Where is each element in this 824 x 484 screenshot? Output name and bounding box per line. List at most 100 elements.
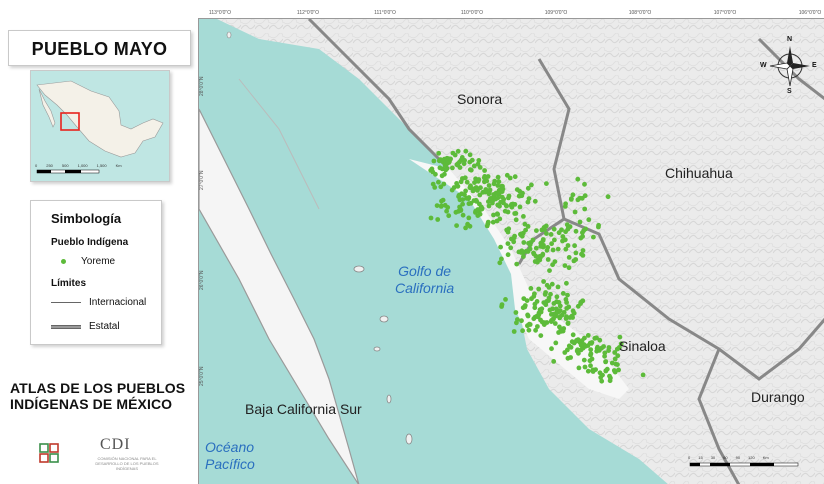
yoreme-point — [477, 201, 482, 207]
yoreme-point — [589, 356, 595, 362]
yoreme-point — [549, 346, 554, 352]
yoreme-point — [597, 337, 603, 343]
yoreme-point — [581, 228, 587, 234]
compass-w: W — [760, 62, 767, 69]
yoreme-point — [565, 355, 571, 361]
yoreme-point — [582, 364, 588, 370]
yoreme-point — [556, 300, 562, 305]
yoreme-point — [451, 185, 457, 190]
yoreme-point — [538, 309, 544, 315]
cdi-logo-icon — [39, 443, 59, 463]
yoreme-point — [466, 201, 472, 207]
green-dot-icon — [61, 259, 66, 264]
yoreme-point — [573, 338, 579, 344]
compass-s: S — [787, 88, 792, 95]
left-panel: PUEBLO MAYO 0 250 500 1,000 1,500 Km Sim… — [0, 0, 198, 484]
yoreme-point — [518, 250, 524, 255]
yoreme-point — [532, 198, 538, 204]
yoreme-point — [533, 327, 538, 333]
yoreme-point — [535, 324, 540, 329]
yoreme-point — [613, 361, 619, 367]
yoreme-point — [570, 332, 576, 338]
legend: Simbología Pueblo Indígena Yoreme Límite… — [30, 200, 162, 345]
yoreme-point — [534, 228, 539, 234]
yoreme-point — [551, 359, 557, 364]
lon-tick-label: 108°0'0"O — [628, 10, 652, 16]
yoreme-point — [509, 236, 514, 242]
yoreme-point — [611, 368, 617, 373]
yoreme-point — [566, 225, 571, 231]
atlas-title: ATLAS DE LOS PUEBLOS INDÍGENAS DE MÉXICO — [10, 380, 185, 412]
yoreme-point — [526, 240, 531, 246]
inset-map: 0 250 500 1,000 1,500 Km — [30, 70, 170, 182]
yoreme-point — [469, 157, 475, 163]
yoreme-point — [503, 297, 508, 302]
yoreme-point — [444, 166, 450, 172]
yoreme-point — [436, 150, 442, 156]
yoreme-point — [575, 176, 581, 182]
yoreme-point — [508, 245, 514, 251]
yoreme-point — [497, 216, 503, 222]
coordinate-band: 113°0'0"O 112°0'0"O 111°0'0"O 110°0'0"O … — [198, 0, 824, 18]
yoreme-point — [466, 215, 472, 221]
yoreme-point — [482, 168, 487, 173]
yoreme-point — [494, 211, 500, 217]
yoreme-point — [609, 360, 615, 366]
yoreme-point — [559, 327, 565, 333]
yoreme-point — [464, 179, 470, 185]
label-baja-california-sur: Baja California Sur — [245, 401, 362, 417]
lat-tick-label: 26°0'0"N — [199, 270, 205, 290]
yoreme-point — [555, 284, 561, 290]
yoreme-point — [612, 350, 618, 355]
yoreme-point — [517, 204, 523, 210]
lon-tick-label: 113°0'0"O — [208, 10, 232, 16]
yoreme-point — [495, 174, 501, 180]
yoreme-point — [448, 156, 453, 162]
yoreme-point — [601, 344, 606, 349]
yoreme-point — [431, 158, 437, 164]
yoreme-point — [446, 213, 452, 219]
yoreme-point — [484, 223, 490, 229]
yoreme-point — [549, 241, 554, 247]
yoreme-point — [537, 254, 543, 259]
yoreme-point — [459, 155, 465, 160]
yoreme-point — [564, 300, 569, 305]
yoreme-point — [555, 246, 561, 252]
yoreme-point — [612, 356, 618, 362]
legend-item-state: Estatal — [51, 321, 120, 332]
yoreme-point — [519, 193, 525, 199]
inset-scale-label: 1,000 — [77, 163, 88, 168]
yoreme-point — [531, 316, 537, 322]
yoreme-point — [491, 212, 496, 218]
label-oceano-pacifico: Océano Pacífico — [205, 439, 255, 473]
label-chihuahua: Chihuahua — [665, 165, 733, 181]
inset-scale-label: 250 — [46, 163, 53, 168]
yoreme-point — [441, 181, 447, 187]
yoreme-point — [568, 197, 574, 202]
yoreme-point — [476, 158, 482, 163]
yoreme-point — [461, 161, 467, 167]
scale-label: 15 — [698, 455, 703, 460]
yoreme-point — [497, 260, 503, 266]
yoreme-point — [473, 197, 479, 203]
yoreme-point — [444, 208, 449, 214]
inset-scale-label: 0 — [35, 163, 38, 168]
yoreme-point — [549, 281, 555, 287]
legend-yoreme-label: Yoreme — [81, 256, 116, 267]
yoreme-point — [606, 345, 612, 350]
yoreme-point — [432, 185, 438, 190]
main-map[interactable]: Sonora Chihuahua Sinaloa Durango Baja Ca… — [198, 18, 824, 484]
yoreme-point — [458, 179, 464, 185]
yoreme-point — [454, 223, 459, 229]
yoreme-point — [540, 244, 546, 250]
label-golfo-de-california: Golfo de California — [395, 263, 454, 297]
yoreme-point — [534, 299, 540, 304]
yoreme-point — [563, 316, 569, 321]
yoreme-point — [640, 372, 646, 378]
yoreme-point — [502, 208, 508, 214]
yoreme-point — [533, 253, 539, 259]
yoreme-point — [504, 172, 510, 178]
yoreme-point — [617, 334, 623, 340]
yoreme-point — [525, 224, 531, 229]
yoreme-point — [514, 187, 520, 193]
